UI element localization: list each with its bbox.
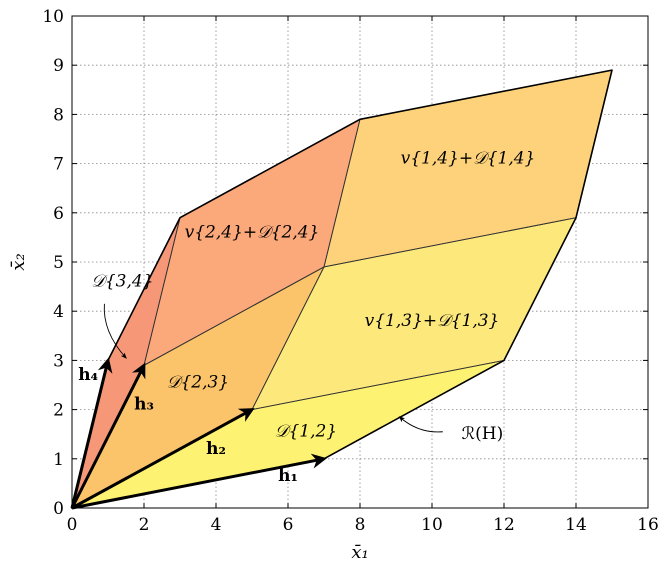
annotation-label: ℛ(H) (462, 424, 504, 444)
x-tick-label: 0 (67, 515, 78, 535)
plot-frame (71, 15, 649, 509)
vector-h2 (71, 408, 255, 510)
y-tick-label: 9 (53, 56, 64, 76)
y-tick-label: 3 (53, 351, 64, 371)
vector-h3 (70, 362, 146, 509)
x-tick-label: 2 (139, 515, 150, 535)
vector-h4 (70, 357, 113, 509)
x-tick-label: 14 (565, 515, 587, 535)
vector-h1 (71, 453, 327, 510)
leader-annotation (398, 416, 443, 433)
x-axis-label: x̄₁ (351, 542, 368, 563)
y-tick-label: 10 (42, 7, 64, 27)
region-label-d34: 𝒟{3,4} (91, 272, 153, 292)
region-label-v14: v{1,4}+𝒟{1,4} (401, 149, 536, 169)
x-tick-label: 16 (637, 515, 659, 535)
vector-label-h4: h₄ (78, 365, 98, 385)
y-tick-label: 7 (53, 155, 64, 175)
vector-label-h3: h₃ (134, 395, 154, 415)
x-tick-label: 12 (493, 515, 515, 535)
zonotope-outline (71, 69, 613, 509)
regions (71, 69, 613, 509)
region-label-v24: v{2,4}+𝒟{2,4} (185, 222, 320, 242)
y-tick-label: 5 (53, 253, 64, 273)
y-tick-label: 2 (53, 401, 64, 421)
x-tick-label: 4 (211, 515, 222, 535)
leader-d34 (103, 303, 127, 359)
vector-label-h2: h₂ (206, 439, 226, 459)
y-axis-label: x̄₂ (8, 253, 29, 270)
region-label-d23: 𝒟{2,3} (167, 372, 229, 392)
region-label-d12: 𝒟{1,2} (275, 422, 337, 442)
x-tick-label: 8 (355, 515, 366, 535)
region-label-v13: v{1,3}+𝒟{1,3} (365, 311, 500, 331)
x-tick-label: 6 (283, 515, 294, 535)
outline-path (71, 69, 613, 509)
y-tick-label: 1 (53, 450, 64, 470)
vectors (70, 357, 327, 510)
y-tick-label: 4 (53, 302, 64, 322)
labels: x̄₁ x̄₂ h₁ h₂ h₃ h₄ 𝒟{1,2} 𝒟{2,3} 𝒟{3,4} v{1,3}+𝒟… (8, 149, 535, 563)
y-tick-label: 6 (53, 204, 64, 224)
y-tick-label: 0 (53, 499, 64, 519)
x-tick-label: 10 (421, 515, 443, 535)
vector-label-h1: h₁ (278, 466, 298, 486)
y-tick-label: 8 (53, 105, 64, 125)
